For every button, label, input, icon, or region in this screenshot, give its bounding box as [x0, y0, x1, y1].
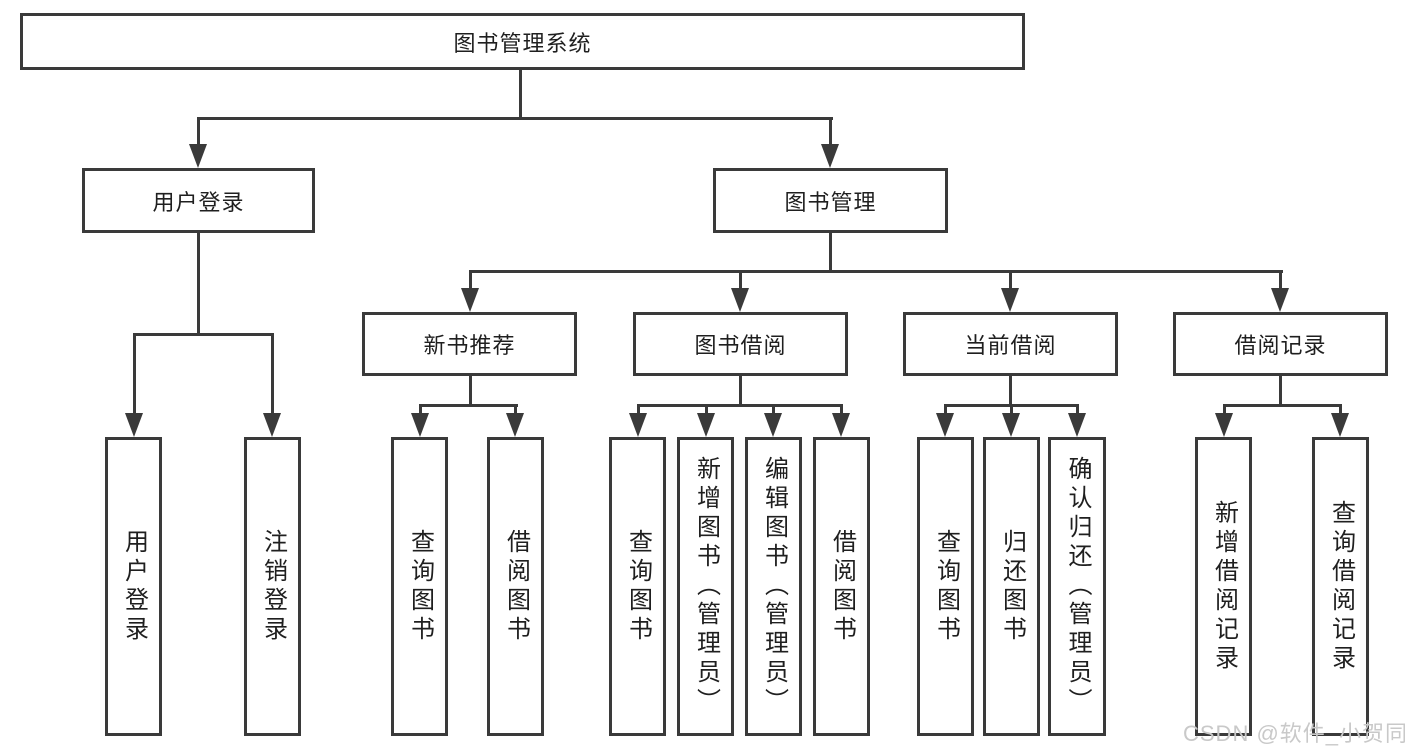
leaf-label: 确认归还（管理员） [1064, 456, 1091, 717]
connector-stem [637, 406, 640, 415]
connector-borrow-records-vline [1279, 376, 1282, 406]
leaf-bb-add-books-admin: 新增图书（管理员） [677, 437, 734, 736]
node-user-login: 用户登录 [82, 168, 315, 233]
leaf-label: 注销登录 [259, 528, 287, 645]
leaf-cb-query-books: 查询图书 [917, 437, 974, 736]
leaf-label: 查询图书 [624, 528, 652, 645]
arrow-down-icon [832, 413, 850, 437]
arrow-down-icon [697, 413, 715, 437]
leaf-label: 查询图书 [406, 528, 434, 645]
connector-user-login-vline [197, 233, 200, 335]
arrow-down-icon [821, 144, 839, 168]
connector-current-borrow-hline [944, 404, 1079, 407]
arrow-down-icon [461, 288, 479, 312]
node-current-borrowing: 当前借阅 [903, 312, 1118, 376]
node-label: 用户登录 [152, 189, 245, 215]
leaf-cb-return-books: 归还图书 [983, 437, 1040, 736]
leaf-label: 归还图书 [998, 528, 1026, 645]
node-new-book-recommend: 新书推荐 [362, 312, 577, 376]
connector-stem [705, 406, 708, 415]
leaf-cb-confirm-return-admin: 确认归还（管理员） [1048, 437, 1106, 736]
leaf-label: 借阅图书 [502, 528, 530, 645]
node-borrowing-records: 借阅记录 [1173, 312, 1388, 376]
node-label: 借阅记录 [1234, 333, 1327, 358]
node-label: 图书借阅 [694, 333, 787, 358]
node-library-management-system: 图书管理系统 [20, 13, 1025, 70]
leaf-label: 用户登录 [120, 528, 148, 645]
arrow-down-icon [411, 413, 429, 437]
connector-stem [1076, 406, 1079, 415]
arrow-down-icon [1271, 288, 1289, 312]
node-label: 图书管理 [784, 189, 877, 215]
leaf-label: 编辑图书（管理员） [760, 456, 788, 717]
connector-stem-current-borrow [1009, 272, 1012, 290]
connector-stem [514, 406, 517, 415]
leaf-label: 查询借阅记录 [1327, 499, 1355, 674]
leaf-label: 新增借阅记录 [1210, 499, 1238, 674]
leaf-bb-query-books: 查询图书 [609, 437, 666, 736]
leaf-br-add-record: 新增借阅记录 [1195, 437, 1252, 736]
node-label: 新书推荐 [423, 333, 516, 358]
connector-stem [1339, 406, 1342, 415]
connector-stem [944, 406, 947, 415]
connector-stem-new-book-rec [469, 272, 472, 290]
leaf-label: 新增图书（管理员） [692, 456, 720, 717]
node-label: 图书管理系统 [453, 30, 592, 56]
connector-stem-book-mgmt [829, 119, 832, 146]
arrow-down-icon [1001, 288, 1019, 312]
leaf-label: 查询图书 [932, 528, 960, 645]
connector-root-vline [519, 70, 522, 119]
csdn-watermark: CSDN @软件_小贺同学 [1183, 721, 1405, 746]
connector-root-hline [197, 117, 833, 120]
connector-new-book-rec-vline [469, 376, 472, 406]
connector-user-login-hline [133, 333, 274, 336]
node-book-management: 图书管理 [713, 168, 948, 233]
arrow-down-icon [189, 144, 207, 168]
arrow-down-icon [731, 288, 749, 312]
connector-new-book-rec-hline [419, 404, 518, 407]
leaf-rec-query-books: 查询图书 [391, 437, 448, 736]
connector-stem-leaf-logout [271, 335, 274, 415]
connector-current-borrow-vline [1009, 376, 1012, 406]
connector-stem [1010, 406, 1013, 415]
arrow-down-icon [1002, 413, 1020, 437]
arrow-down-icon [263, 413, 281, 437]
connector-stem-borrow-records [1279, 272, 1282, 290]
connector-stem-leaf-login [133, 335, 136, 415]
connector-book-borrow-vline [739, 376, 742, 406]
connector-book-borrow-hline [637, 404, 843, 407]
leaf-rec-borrow-books: 借阅图书 [487, 437, 544, 736]
connector-stem [419, 406, 422, 415]
arrow-down-icon [1068, 413, 1086, 437]
leaf-bb-borrow-books: 借阅图书 [813, 437, 870, 736]
connector-stem-book-borrow [739, 272, 742, 290]
node-book-borrowing: 图书借阅 [633, 312, 848, 376]
connector-stem-user-login [197, 119, 200, 146]
connector-book-mgmt-hline [469, 270, 1283, 273]
connector-stem [840, 406, 843, 415]
connector-book-mgmt-vline [829, 233, 832, 272]
node-label: 当前借阅 [964, 333, 1057, 358]
arrow-down-icon [936, 413, 954, 437]
leaf-label: 借阅图书 [828, 528, 856, 645]
arrow-down-icon [125, 413, 143, 437]
leaf-br-query-record: 查询借阅记录 [1312, 437, 1369, 736]
connector-stem [1223, 406, 1226, 415]
arrow-down-icon [764, 413, 782, 437]
arrow-down-icon [1331, 413, 1349, 437]
leaf-bb-edit-books-admin: 编辑图书（管理员） [745, 437, 802, 736]
leaf-logout: 注销登录 [244, 437, 301, 736]
leaf-user-login: 用户登录 [105, 437, 162, 736]
arrow-down-icon [629, 413, 647, 437]
arrow-down-icon [1215, 413, 1233, 437]
connector-borrow-records-hline [1223, 404, 1342, 407]
arrow-down-icon [506, 413, 524, 437]
connector-stem [772, 406, 775, 415]
